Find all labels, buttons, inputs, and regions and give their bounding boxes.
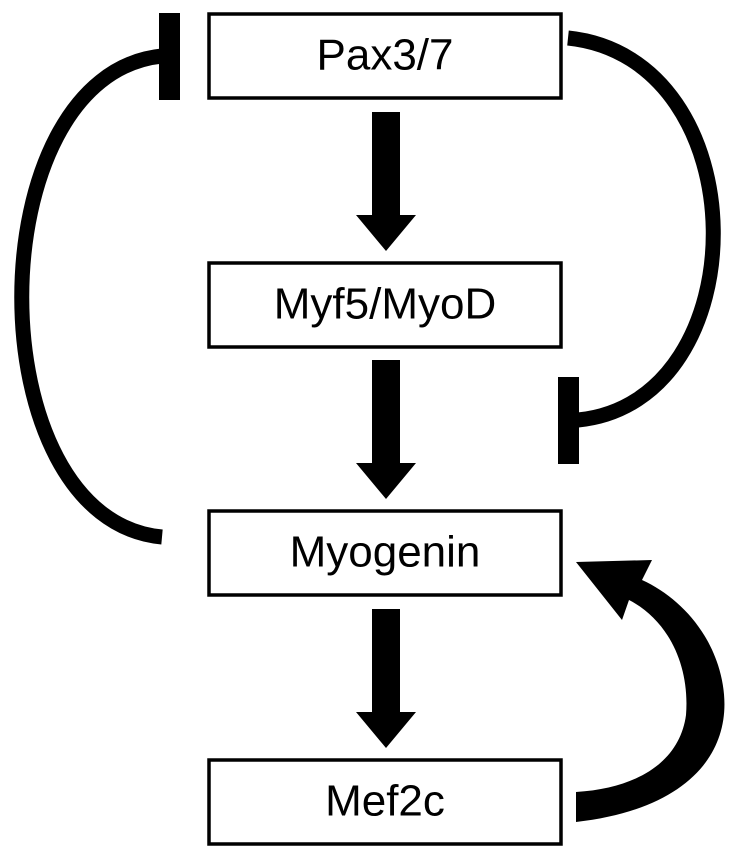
activation-arrow-myf-to-myogenin [356, 360, 416, 499]
activation-mef-to-myogenin [576, 560, 725, 822]
inhibition-pax-to-myogenin [558, 30, 721, 464]
node-pax3-7: Pax3/7 [207, 12, 563, 100]
inhibition-bar-left [159, 13, 180, 100]
node-mef2c: Mef2c [207, 758, 563, 846]
inhibition-bar-right [558, 377, 579, 464]
node-myf5-myod-label: Myf5/MyoD [274, 280, 496, 329]
node-pax3-7-label: Pax3/7 [317, 31, 454, 80]
node-mef2c-box [207, 758, 563, 846]
node-myogenin-box [207, 509, 563, 597]
node-myogenin: Myogenin [207, 509, 563, 597]
node-myf5-myod: Myf5/MyoD [207, 261, 563, 349]
activation-arrow-pax-to-myf [356, 112, 416, 251]
node-myogenin-label: Myogenin [290, 528, 481, 577]
node-myf5-myod-box [207, 261, 563, 349]
node-pax3-7-box [207, 12, 563, 100]
inhibition-curve-right [567, 30, 721, 428]
activation-arrow-myogenin-to-mef [356, 609, 416, 748]
activation-curve-mef-to-myogenin [576, 560, 725, 822]
node-mef2c-label: Mef2c [325, 777, 445, 826]
inhibition-curve-left [14, 48, 163, 545]
inhibition-myogenin-to-pax [14, 13, 180, 545]
